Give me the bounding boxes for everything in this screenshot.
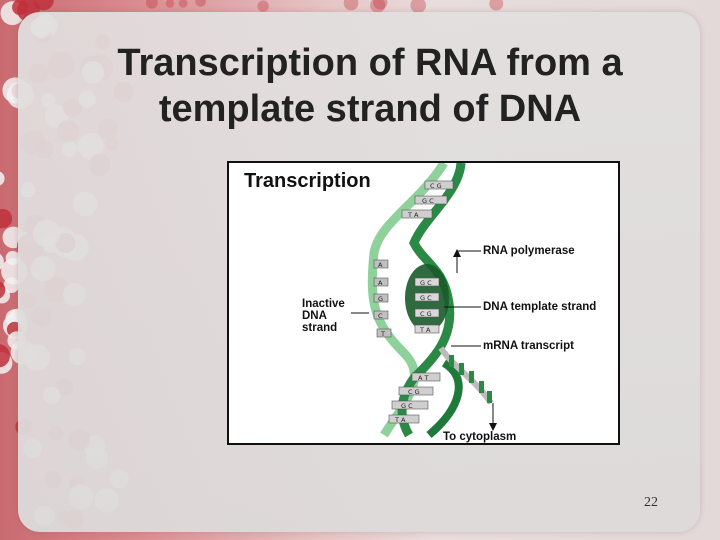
- bead: [0, 344, 10, 368]
- bead: [0, 253, 4, 270]
- inactive-base-2: A: [378, 279, 383, 287]
- cytoplasm-arrow-head: [489, 423, 497, 431]
- inactive-base-3: G: [378, 295, 383, 303]
- polymerase-arrow-head: [453, 249, 461, 257]
- top-base-pairs: [401, 180, 454, 219]
- bottom-pair-1: A T: [418, 374, 429, 382]
- top-pair-2: G C: [422, 197, 434, 205]
- transcription-figure: Transcription C G G C T A A A G: [227, 161, 620, 445]
- bead: [370, 0, 386, 13]
- inactive-base-1: A: [378, 261, 383, 269]
- inactive-strand-bases: [373, 259, 392, 338]
- top-pair-1: C G: [430, 182, 442, 190]
- label-inactive-line-3: strand: [302, 322, 338, 334]
- dna-strand-dark-lower: [426, 359, 463, 439]
- label-mrna-transcript: mRNA transcript: [483, 340, 574, 352]
- top-pair-3: T A: [407, 211, 419, 219]
- label-inactive-dna-strand: Inactive DNA strand: [302, 298, 345, 334]
- bottom-pair-2: C G: [408, 388, 420, 396]
- bottom-pair-4: T A: [394, 416, 406, 424]
- label-to-cytoplasm: To cytoplasm: [443, 431, 517, 443]
- polymerase-pair-3: C G: [420, 310, 432, 318]
- label-inactive-line-1: Inactive: [302, 298, 345, 310]
- bead: [145, 0, 158, 9]
- bottom-base-pairs: [388, 372, 441, 424]
- bottom-pair-3: G C: [401, 402, 413, 410]
- polymerase-pair-1: G C: [420, 279, 432, 287]
- bead: [343, 0, 359, 11]
- label-rna-polymerase: RNA polymerase: [483, 245, 575, 257]
- dna-helix-diagram: C G G C T A A A G C T G C G: [351, 163, 497, 439]
- slide-title: Transcription of RNA from a template str…: [70, 40, 670, 132]
- label-inactive-line-2: DNA: [302, 310, 327, 322]
- bead: [178, 0, 188, 8]
- mrna-strand: [438, 346, 494, 405]
- bead: [0, 171, 5, 186]
- bead: [12, 0, 28, 16]
- figure-title: Transcription: [244, 170, 371, 192]
- slide-title-line-1: Transcription of RNA from a: [117, 42, 623, 84]
- bead: [165, 0, 175, 8]
- bead: [195, 0, 206, 7]
- slide-title-line-2: template strand of DNA: [158, 88, 582, 130]
- bead: [489, 0, 504, 11]
- bead: [0, 208, 13, 229]
- bead: [257, 0, 269, 12]
- bead: [373, 0, 388, 10]
- mrna-bases: [449, 355, 492, 403]
- inactive-base-5: T: [380, 330, 385, 338]
- polymerase-pair-4: T A: [419, 326, 431, 334]
- polymerase-pair-2: G C: [420, 294, 432, 302]
- polymerase-base-pairs: [414, 277, 440, 334]
- page-number: 22: [644, 495, 658, 510]
- bead: [410, 0, 426, 14]
- label-dna-template-strand: DNA template strand: [483, 301, 597, 313]
- bead: [0, 281, 6, 299]
- inactive-base-4: C: [378, 312, 383, 320]
